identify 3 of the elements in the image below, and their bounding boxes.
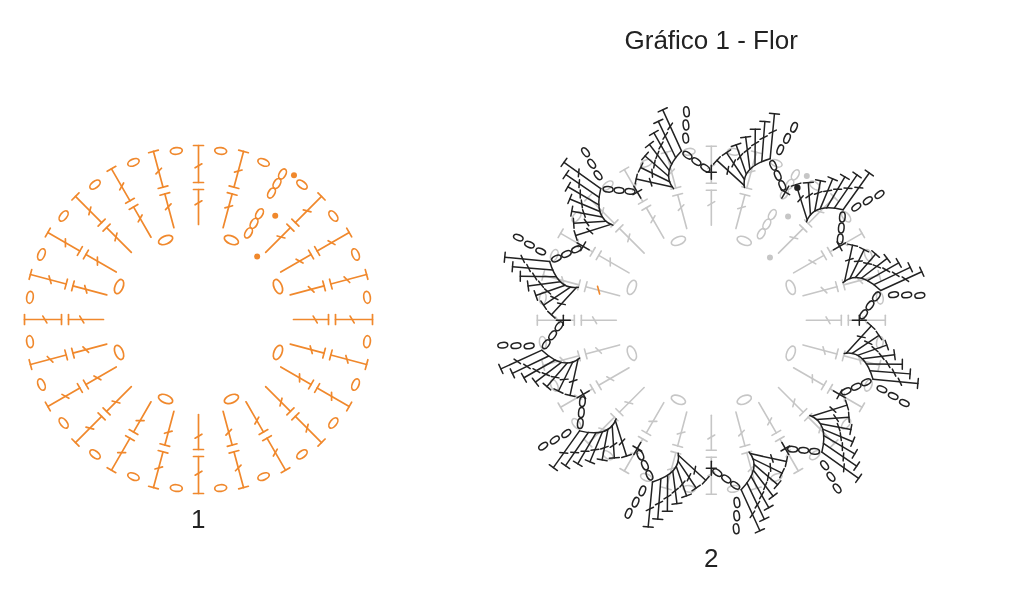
chart-number: 1: [191, 506, 206, 532]
chart-number: 2: [704, 545, 719, 571]
chart-title: Gráfico 1 - Flor: [624, 27, 798, 53]
